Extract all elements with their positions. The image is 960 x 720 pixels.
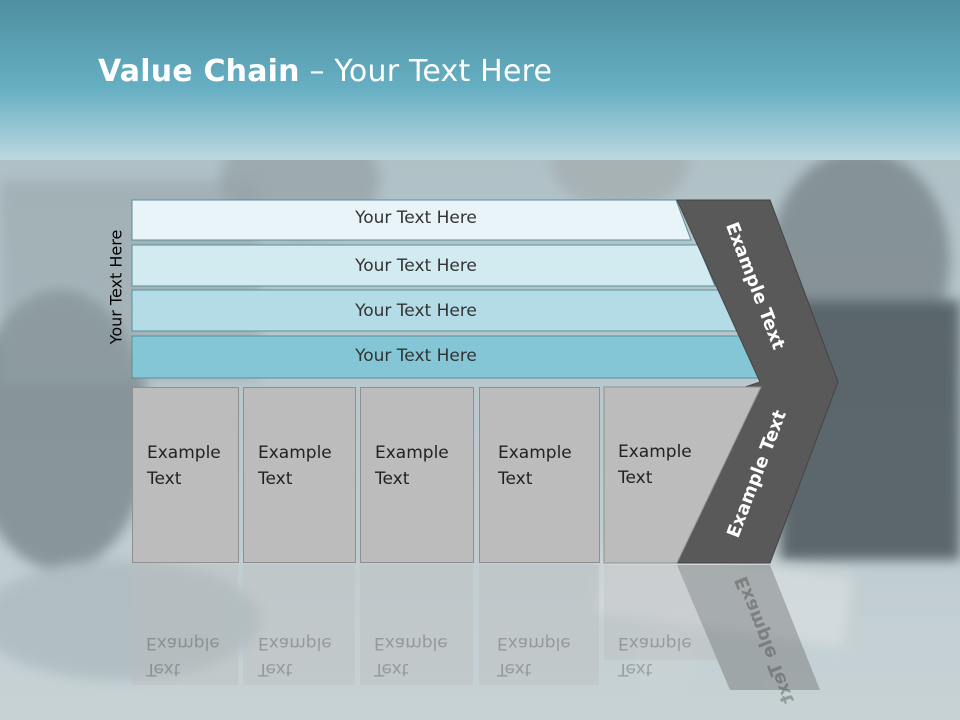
box-1-line1: Example [147,443,221,463]
box-5-refl-line2: Text [618,659,653,679]
box-3-reflection-text: Text Example [374,630,448,682]
box-reflection-2 [243,565,355,685]
box-2-refl-line1: Example [258,633,332,653]
box-5-line2: Text [618,468,653,488]
box-reflection-4 [479,565,599,685]
box-2-line1: Example [258,443,332,463]
box-1-refl-line1: Example [146,633,220,653]
row-label-4: Your Text Here [355,346,477,366]
last-box-notch [603,386,762,564]
box-4-refl-line1: Example [497,633,571,653]
box-3-refl-line2: Text [374,659,409,679]
box-5-refl-line1: Example [618,633,692,653]
box-4-line2: Text [498,469,533,489]
row-bar-2 [131,244,716,287]
chevron-reflection [677,565,820,690]
box-3-line2: Text [375,469,410,489]
box-4-line1: Example [498,443,572,463]
box-5-line1: Example [618,442,692,462]
box-4-reflection-text: Text Example [497,630,571,682]
title-bold: Value Chain [98,54,300,89]
page-title: Value Chain – Your Text Here [98,54,552,89]
box-3-line1: Example [375,443,449,463]
box-4-refl-line2: Text [497,659,532,679]
box-2-refl-line2: Text [258,659,293,679]
box-1-line2: Text [147,469,182,489]
box-reflection-5 [604,565,720,660]
box-5-reflection-text: Text Example [618,630,692,682]
box-reflection-3 [360,565,473,685]
box-2-reflection-text: Text Example [258,630,332,682]
row-bar-1 [131,199,692,241]
row-label-3: Your Text Here [355,301,477,321]
row-label-1: Your Text Here [355,208,477,228]
box-2-line2: Text [258,469,293,489]
row-label-2: Your Text Here [355,256,477,276]
box-1-reflection-text: Text Example [146,630,220,682]
title-rest: – Your Text Here [299,54,553,89]
box-3-refl-line1: Example [374,633,448,653]
box-reflection-1 [132,565,238,685]
box-1-refl-line2: Text [146,659,181,679]
